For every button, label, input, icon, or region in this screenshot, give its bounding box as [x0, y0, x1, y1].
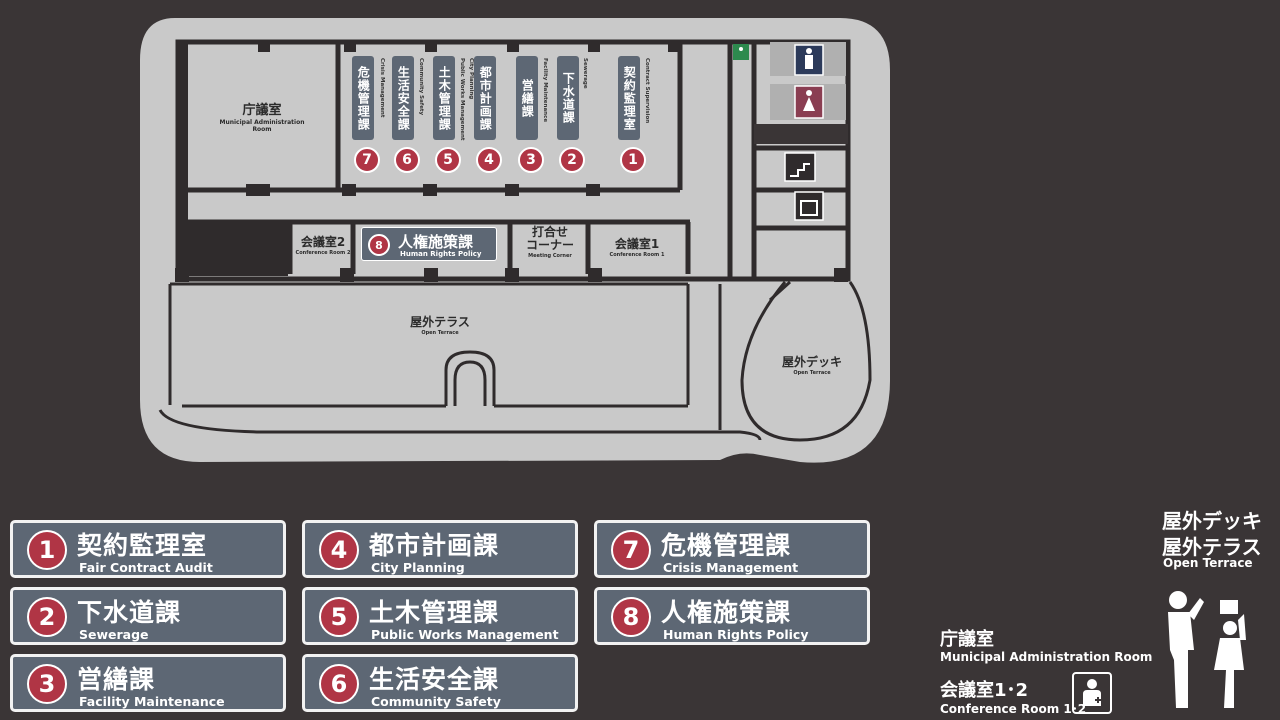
legend-card-8: 8 人権施策課 Human Rights Policy [594, 587, 870, 645]
legend-jp: 人権施策課 [661, 598, 792, 627]
sign-en-community: Community Safety [418, 58, 424, 116]
legend-en: Community Safety [371, 694, 501, 709]
legend-en: Human Rights Policy [663, 627, 809, 642]
legend-card-5: 5 土木管理課 Public Works Management [302, 587, 578, 645]
badge-3: 3 [518, 147, 544, 173]
wheelchair-icon [733, 44, 749, 60]
side-terrace: 屋外テラス [1162, 535, 1262, 559]
side-conf-en: Conference Room 1･2 [940, 702, 1087, 716]
floor-area [140, 18, 890, 463]
badge-4: 4 [476, 147, 502, 173]
room-open-terrace: 屋外テラス Open Terrace [410, 315, 470, 337]
sign-contract-supervision: 契約監理室 [618, 56, 640, 140]
legend-card-4: 4 都市計画課 City Planning [302, 520, 578, 578]
badge-1: 1 [620, 147, 646, 173]
legend-card-2: 2 下水道課 Sewerage [10, 587, 286, 645]
side-admin-en: Municipal Administration Room [940, 650, 1153, 664]
sign-en-crisis: Crisis Management [379, 58, 385, 118]
sign-facility-maintenance: 営繕課 [516, 56, 538, 140]
legend-card-1: 1 契約監理室 Fair Contract Audit [10, 520, 286, 578]
sign-city-planning: 都市計画課 [474, 56, 496, 140]
legend-card-3: 3 営繕課 Facility Maintenance [10, 654, 286, 712]
sign-jp: 人権施策課 [398, 233, 474, 251]
sign-en-city-planning: City Planning [468, 58, 474, 100]
legend-jp: 危機管理課 [661, 531, 792, 560]
sign-community-safety: 生活安全課 [392, 56, 414, 140]
legend-en: Sewerage [79, 627, 149, 642]
legend-jp: 契約監理室 [77, 531, 208, 560]
legend-en: Facility Maintenance [79, 694, 225, 709]
legend-badge: 4 [319, 530, 359, 570]
legend-en: City Planning [371, 560, 465, 575]
sign-crisis-management: 危機管理課 [352, 56, 374, 140]
floor-map: 庁議室 Municipal Administration Room 会議室2 C… [140, 18, 890, 463]
side-conf-jp: 会議室1･2 [940, 680, 1029, 701]
sign-public-works: 土木管理課 [433, 56, 455, 140]
sign-en-sewerage: Sewerage [582, 58, 588, 89]
legend-jp: 都市計画課 [369, 531, 500, 560]
sign-sewerage: 下水道課 [557, 56, 579, 140]
legend-badge: 3 [27, 664, 67, 704]
side-deck: 屋外デッキ [1162, 509, 1262, 533]
badge-7: 7 [354, 147, 380, 173]
side-admin-jp: 庁議室 [940, 629, 994, 650]
room-conference-2: 会議室2 Conference Room 2 [295, 235, 351, 257]
sign-human-rights-policy: 8 人権施策課 Human Rights Policy [361, 227, 497, 261]
legend-badge: 2 [27, 597, 67, 637]
room-admin: 庁議室 Municipal Administration Room [219, 103, 305, 133]
sign-en-contract: Contract Supervision [644, 58, 650, 124]
floor-plan-svg [140, 18, 890, 463]
badge-2: 2 [559, 147, 585, 173]
badge-5: 5 [435, 147, 461, 173]
people-icon [1168, 591, 1246, 708]
sign-en: Human Rights Policy [400, 250, 482, 258]
room-open-deck: 屋外デッキ Open Terrace [781, 355, 842, 377]
legend-en: Fair Contract Audit [79, 560, 213, 575]
legend-jp: 営繕課 [77, 665, 156, 694]
legend-badge: 1 [27, 530, 67, 570]
legend-badge: 8 [611, 597, 651, 637]
badge-8: 8 [368, 234, 390, 256]
legend-card-6: 6 生活安全課 Community Safety [302, 654, 578, 712]
legend-jp: 下水道課 [77, 598, 182, 627]
conference-room-icon [1072, 672, 1112, 714]
legend-en: Crisis Management [663, 560, 799, 575]
sign-en-public-works: Public Works Management [459, 58, 465, 141]
legend-card-7: 7 危機管理課 Crisis Management [594, 520, 870, 578]
legend-badge: 7 [611, 530, 651, 570]
legend-jp: 土木管理課 [369, 598, 500, 627]
room-meeting-corner: 打合せ コーナー Meeting Corner [525, 225, 574, 260]
legend-en: Public Works Management [371, 627, 559, 642]
sign-en-facility: Facility Maintenance [542, 58, 548, 123]
stairs-icon [784, 152, 816, 182]
side-open-terrace: Open Terrace [1163, 556, 1253, 570]
legend-badge: 5 [319, 597, 359, 637]
room-conference-1: 会議室1 Conference Room 1 [609, 237, 665, 259]
legend-badge: 6 [319, 664, 359, 704]
badge-6: 6 [394, 147, 420, 173]
legend-jp: 生活安全課 [369, 665, 500, 694]
